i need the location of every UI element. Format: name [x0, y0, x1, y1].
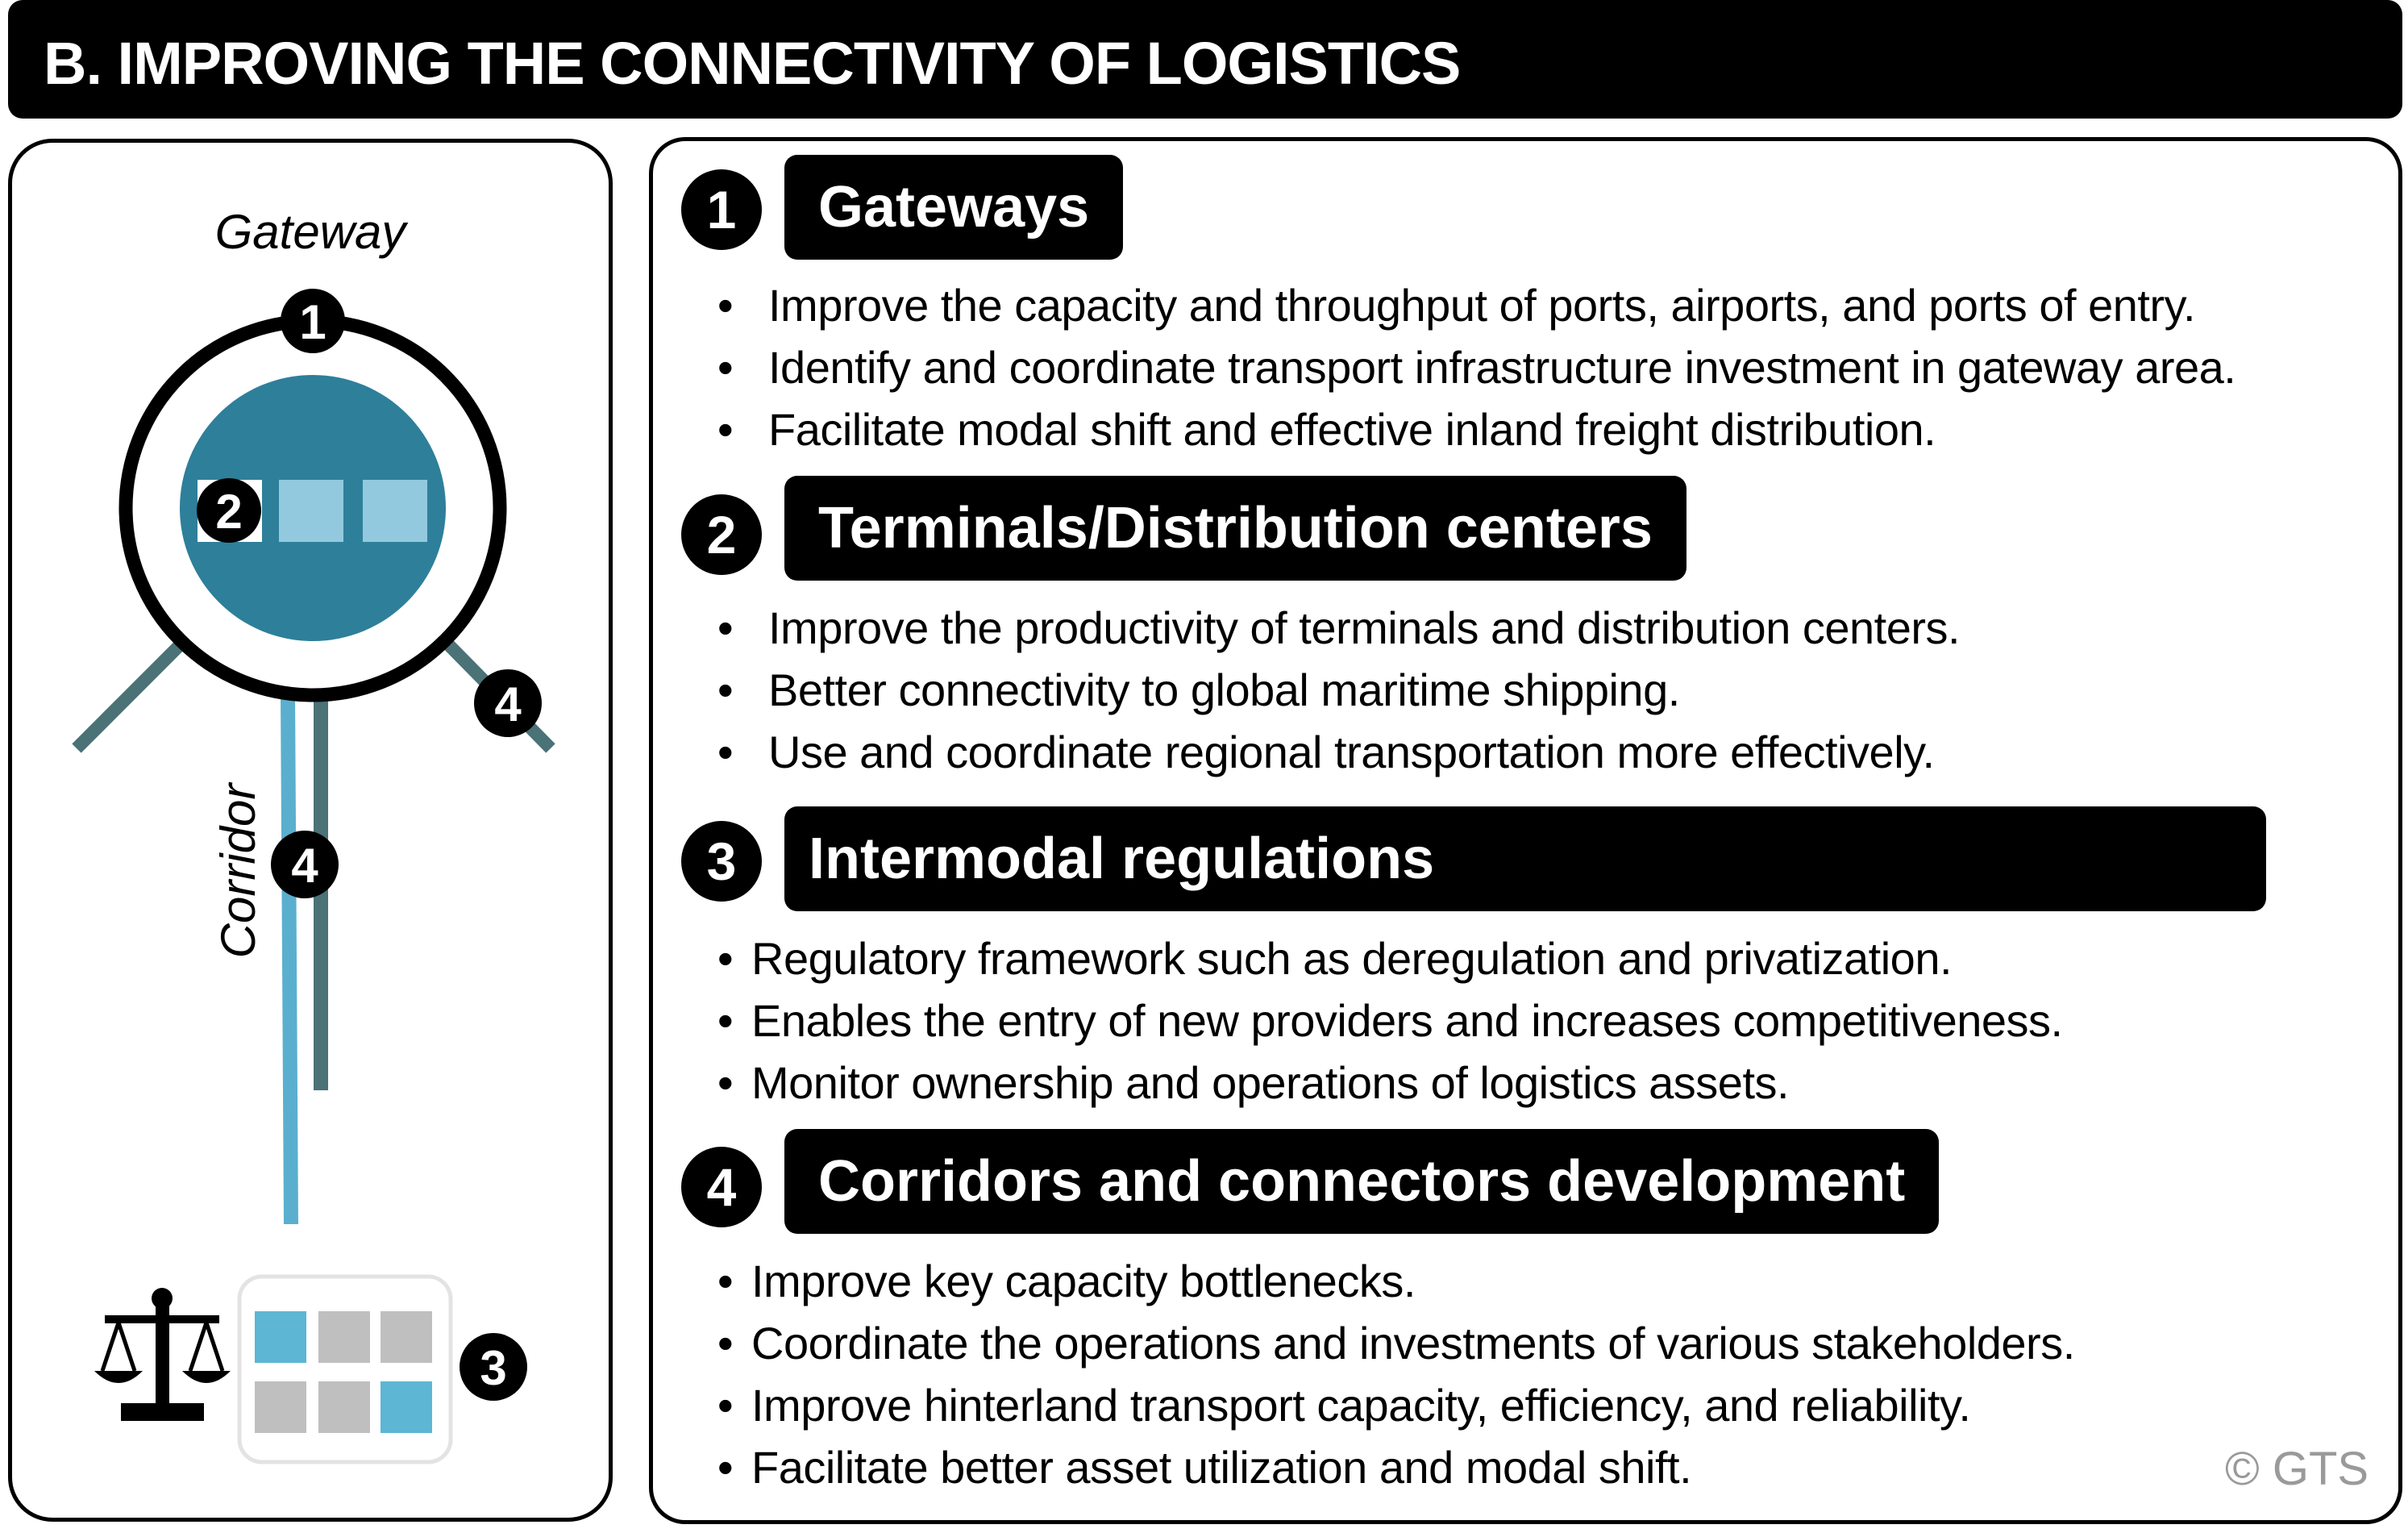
section-heading: Terminals/Distribution centers: [784, 476, 1686, 581]
marker-4-corridor: 4: [271, 831, 339, 898]
grid-cell: [255, 1381, 306, 1433]
connector-left: [72, 636, 189, 753]
section-heading: Corridors and connectors development: [784, 1129, 1940, 1234]
list-item: Monitor ownership and operations of logi…: [681, 1052, 2063, 1114]
section-number: 2: [681, 494, 762, 575]
svg-text:2: 2: [215, 485, 242, 539]
bullet-list: Improve the capacity and throughput of p…: [681, 274, 2236, 460]
svg-text:4: 4: [494, 677, 522, 731]
corridor-line-blue: [281, 693, 298, 1225]
title-bar: B. IMPROVING THE CONNECTIVITY OF LOGISTI…: [8, 0, 2402, 119]
bullet-list: Improve key capacity bottlenecks. Coordi…: [681, 1250, 2075, 1498]
regulation-grid-frame: [237, 1274, 453, 1464]
list-item: Improve key capacity bottlenecks.: [681, 1250, 2075, 1312]
list-item: Better connectivity to global maritime s…: [681, 659, 1960, 721]
list-item: Regulatory framework such as deregulatio…: [681, 927, 2063, 989]
bullet-list: Improve the productivity of terminals an…: [681, 597, 1961, 783]
list-item: Improve the capacity and throughput of p…: [681, 274, 2235, 336]
grid-cell: [318, 1381, 370, 1433]
gateway-label: Gateway: [215, 205, 410, 259]
section-number: 3: [681, 821, 762, 902]
marker-3: 3: [460, 1333, 527, 1401]
page-title: B. IMPROVING THE CONNECTIVITY OF LOGISTI…: [44, 30, 1461, 97]
list-item: Identify and coordinate transport infras…: [681, 336, 2236, 398]
marker-4-connector: 4: [474, 669, 542, 737]
list-item: Facilitate modal shift and effective inl…: [681, 398, 2235, 460]
svg-text:4: 4: [291, 839, 318, 893]
marker-1: 1: [281, 289, 345, 353]
section-heading: Intermodal regulations: [784, 806, 2266, 911]
section-number: 4: [681, 1147, 762, 1227]
grid-cell: [255, 1311, 306, 1363]
svg-text:3: 3: [480, 1341, 506, 1395]
svg-text:1: 1: [299, 295, 326, 349]
list-item: Improve the productivity of terminals an…: [681, 597, 1961, 659]
copyright-notice: © GTS: [2225, 1443, 2369, 1495]
list-item: Use and coordinate regional transportati…: [681, 721, 1960, 783]
terminal-square: [363, 480, 427, 542]
corridor-label: Corridor: [211, 782, 265, 959]
grid-cell: [381, 1311, 432, 1363]
marker-2: 2: [197, 478, 261, 543]
list-item: Improve hinterland transport capacity, e…: [681, 1374, 2075, 1436]
scales-icon: [94, 1288, 231, 1421]
section-number: 1: [681, 169, 762, 250]
list-item: Coordinate the operations and investment…: [681, 1312, 2075, 1374]
section-heading: Gateways: [784, 155, 1124, 260]
grid-cell: [318, 1311, 370, 1363]
list-item: Facilitate better asset utilization and …: [681, 1436, 2075, 1498]
list-item: Enables the entry of new providers and i…: [681, 989, 2063, 1052]
grid-cell: [381, 1381, 432, 1433]
bullet-list: Regulatory framework such as deregulatio…: [681, 927, 2063, 1114]
terminal-square: [279, 480, 343, 542]
